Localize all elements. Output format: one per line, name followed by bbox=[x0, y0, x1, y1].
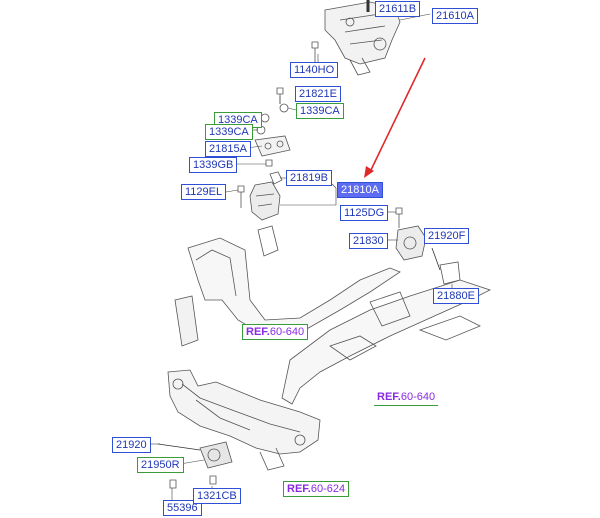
subframe bbox=[167, 369, 321, 471]
label-21880e[interactable]: 21880E bbox=[433, 288, 479, 304]
bolt-1140ho bbox=[311, 41, 319, 62]
mount-21810a bbox=[249, 181, 281, 221]
ref-link-60-640[interactable]: REF.60-640 bbox=[242, 324, 309, 340]
nut-1339ca bbox=[279, 103, 289, 113]
label-1125dg[interactable]: 1125DG bbox=[340, 205, 389, 221]
label-21810a[interactable]: 21810A bbox=[337, 182, 383, 198]
bolt-1125dg bbox=[395, 207, 403, 228]
label-1129el[interactable]: 1129EL bbox=[181, 184, 227, 200]
label-1339ca[interactable]: 1339CA bbox=[296, 103, 344, 119]
ref-link-60-624[interactable]: REF.60-624 bbox=[283, 481, 350, 497]
upper-mount-bracket bbox=[324, 0, 401, 76]
ref-code: 60-640 bbox=[269, 326, 305, 338]
ref-prefix: REF. bbox=[377, 391, 401, 403]
bolt-1129el bbox=[237, 185, 245, 208]
leader-lines bbox=[148, 7, 453, 500]
label-21610a[interactable]: 21610A bbox=[432, 8, 478, 24]
label-21920[interactable]: 21920 bbox=[112, 437, 151, 453]
bolt-1339gb bbox=[265, 159, 273, 167]
ref-prefix: REF. bbox=[246, 326, 270, 338]
ref-link-60-640[interactable]: REF.60-640 bbox=[374, 390, 439, 406]
label-21950r[interactable]: 21950R bbox=[137, 457, 184, 473]
label-1140ho[interactable]: 1140HO bbox=[290, 62, 339, 78]
label-21815a[interactable]: 21815A bbox=[205, 141, 251, 157]
bolt-55396 bbox=[169, 479, 177, 489]
ref-code: 60-640 bbox=[400, 391, 436, 403]
ref-prefix: REF. bbox=[287, 483, 311, 495]
body-frame bbox=[174, 225, 492, 405]
label-21819b[interactable]: 21819B bbox=[286, 170, 332, 186]
label-1321cb[interactable]: 1321CB bbox=[193, 488, 241, 504]
stopper-21819b bbox=[269, 171, 283, 185]
label-21821e[interactable]: 21821E bbox=[295, 86, 341, 102]
ref-code: 60-624 bbox=[310, 483, 346, 495]
mount-21830 bbox=[395, 225, 427, 261]
red-arrow bbox=[364, 57, 426, 178]
label-1339ca[interactable]: 1339CA bbox=[205, 124, 253, 140]
label-21611b[interactable]: 21611B bbox=[375, 1, 421, 17]
label-21920f[interactable]: 21920F bbox=[424, 228, 470, 244]
label-55396[interactable]: 55396 bbox=[163, 500, 202, 516]
label-1339gb[interactable]: 1339GB bbox=[189, 157, 238, 173]
roll-rod-21950r bbox=[199, 441, 233, 469]
label-21830[interactable]: 21830 bbox=[349, 233, 388, 249]
bolt-1321cb bbox=[209, 475, 217, 485]
